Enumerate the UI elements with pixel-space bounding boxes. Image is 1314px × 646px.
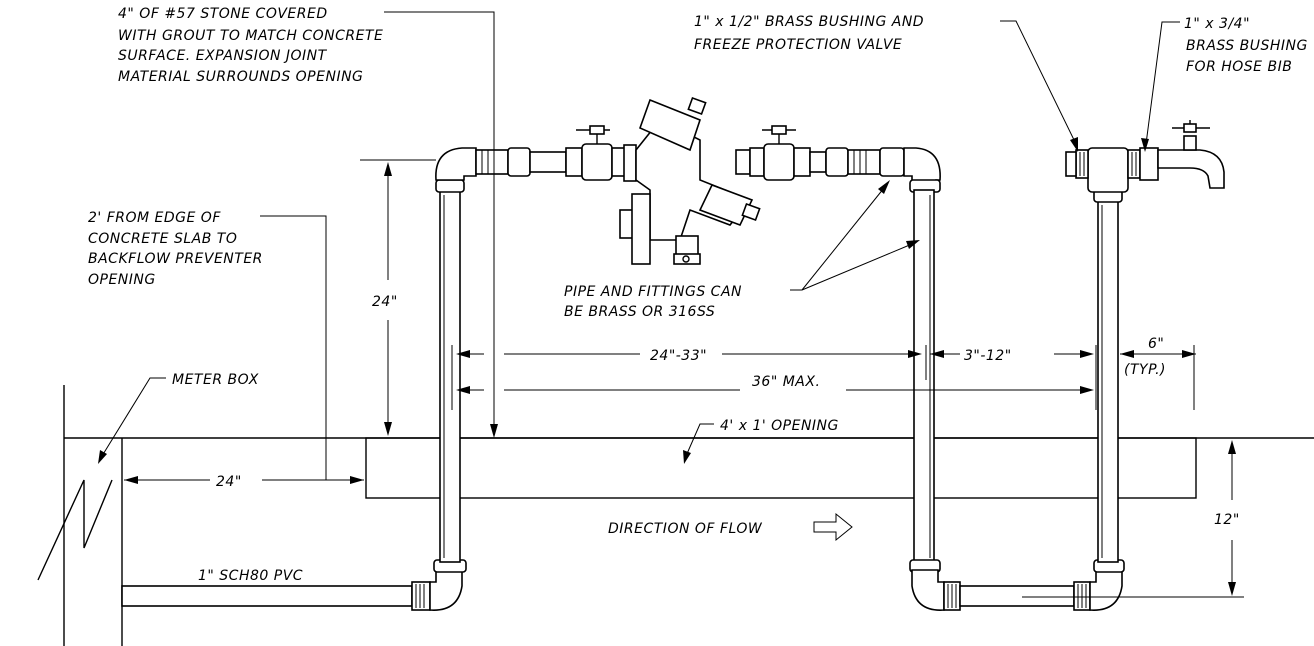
note-edge-line1: 2' FROM EDGE OF: [88, 210, 221, 226]
dim-6-typ: 6" (TYP.): [1120, 336, 1196, 410]
note-pvc: 1" SCH80 PVC: [198, 568, 303, 584]
note-edge-line2: CONCRETE SLAB TO: [88, 231, 237, 247]
flow-arrow-icon: [813, 512, 853, 542]
dim-depth-12: 12": [1022, 440, 1244, 598]
top-left-fittings: [475, 125, 627, 181]
dim-36-max: 36" MAX.: [456, 374, 1094, 394]
note-hose-line1: 1" x 3/4": [1184, 16, 1250, 32]
note-edge-line4: OPENING: [88, 272, 156, 288]
hose-bib: [1157, 120, 1225, 189]
dim-24-33-text: 24"-33": [650, 348, 707, 364]
note-fittings-line2: BE BRASS OR 316SS: [564, 304, 715, 320]
note-hose-line3: FOR HOSE BIB: [1186, 59, 1292, 75]
dim-depth-12-text: 12": [1214, 512, 1240, 528]
bottom-connector: [959, 559, 1125, 611]
hose-bib-riser: [1065, 147, 1159, 563]
note-fittings-line1: PIPE AND FITTINGS CAN: [564, 284, 742, 300]
note-hose-bushing: 1" x 3/4" BRASS BUSHING FOR HOSE BIB: [1141, 16, 1308, 152]
note-stone-line3: SURFACE. EXPANSION JOINT: [118, 48, 328, 64]
dim-36-max-text: 36" MAX.: [752, 374, 820, 390]
dim-3-12: 3"-12": [930, 345, 1097, 410]
note-edge: 2' FROM EDGE OF CONCRETE SLAB TO BACKFLO…: [88, 210, 327, 480]
note-stone-line4: MATERIAL SURROUNDS OPENING: [118, 69, 363, 85]
dim-meter-24: 24": [124, 474, 364, 490]
backflow-preventer: [619, 96, 761, 265]
note-stone-line1: 4" OF #57 STONE COVERED: [118, 6, 328, 22]
note-opening-text: 4' x 1' OPENING: [720, 418, 839, 434]
dim-24-33: 24"-33": [451, 345, 927, 410]
note-meter-box-text: METER BOX: [172, 372, 259, 388]
note-bushing-line1: 1" x 1/2" BRASS BUSHING AND: [694, 14, 924, 30]
left-riser: [435, 147, 477, 563]
concrete-opening: [365, 437, 1197, 499]
dim-height-24-text: 24": [372, 294, 398, 310]
note-stone-line2: WITH GROUT TO MATCH CONCRETE: [118, 28, 383, 44]
note-hose-line2: BRASS BUSHING: [1186, 38, 1308, 54]
note-edge-line3: BACKFLOW PREVENTER: [88, 251, 263, 267]
flow-direction: DIRECTION OF FLOW: [608, 512, 853, 542]
note-bushing: 1" x 1/2" BRASS BUSHING AND FREEZE PROTE…: [694, 14, 1078, 152]
middle-riser: [903, 147, 961, 611]
note-bushing-line2: FREEZE PROTECTION VALVE: [694, 37, 902, 53]
meter-box: [37, 385, 123, 646]
dim-3-12-text: 3"-12": [964, 348, 1012, 364]
note-stone: 4" OF #57 STONE COVERED WITH GROUT TO MA…: [118, 6, 498, 438]
pvc-supply-pipe: [121, 559, 467, 611]
top-right-fittings: [749, 125, 905, 181]
flow-direction-text: DIRECTION OF FLOW: [608, 521, 763, 537]
note-fittings: PIPE AND FITTINGS CAN BE BRASS OR 316SS: [564, 180, 920, 320]
dim-meter-24-text: 24": [216, 474, 242, 490]
dim-height-24: 24": [360, 159, 436, 436]
dim-typ-text: (TYP.): [1124, 362, 1166, 378]
note-meter-box: METER BOX: [98, 372, 259, 464]
note-opening: 4' x 1' OPENING: [683, 418, 839, 464]
note-pvc-text: 1" SCH80 PVC: [198, 568, 303, 584]
dim-6-text: 6": [1148, 336, 1164, 352]
